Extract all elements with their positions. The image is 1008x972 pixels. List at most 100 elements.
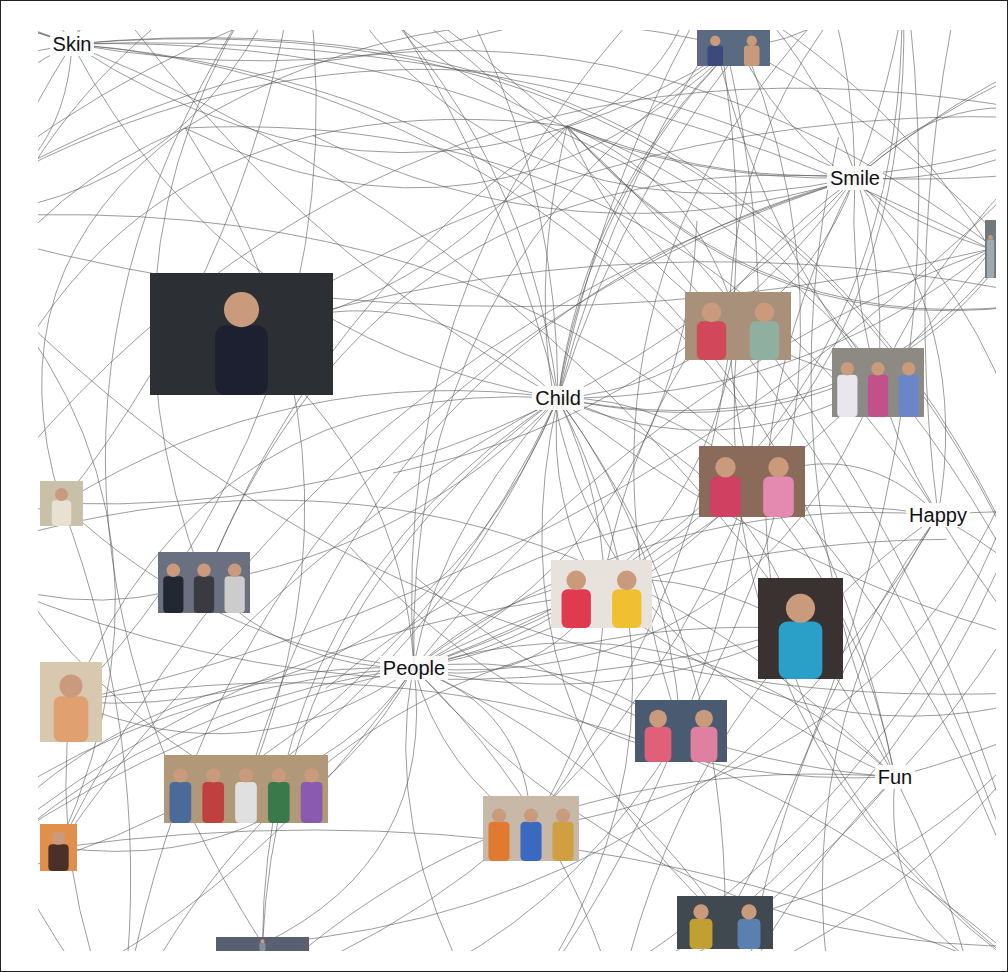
figure-head — [224, 292, 259, 327]
link-curve — [38, 88, 996, 560]
link-curve — [38, 220, 115, 848]
link-curve — [120, 178, 855, 951]
figure-head — [260, 939, 264, 943]
link-curve — [38, 69, 855, 220]
link-curve — [558, 48, 734, 398]
link-curve — [766, 178, 996, 951]
figure-body — [899, 375, 919, 417]
figure-body — [520, 822, 541, 861]
link-curve — [938, 515, 996, 951]
figure-head — [988, 235, 993, 240]
link-curve — [326, 505, 938, 688]
tag-node: Smile — [827, 166, 883, 190]
photo-ground — [40, 481, 83, 526]
photo-ground — [483, 796, 579, 861]
link-curve — [38, 119, 567, 560]
figure-head — [556, 808, 570, 822]
figure-body — [202, 782, 224, 823]
figure-head — [59, 674, 82, 697]
figure-body — [738, 919, 761, 949]
figure-body — [987, 240, 994, 278]
link-curve — [300, 30, 855, 178]
figure-head — [617, 571, 637, 591]
figure-body — [48, 844, 68, 871]
figure-head — [841, 362, 854, 375]
link-curve — [737, 515, 938, 951]
figure-head — [695, 710, 713, 728]
figure-body — [562, 589, 591, 628]
link-curve — [414, 539, 946, 668]
figure-body — [690, 919, 713, 949]
link-curve — [38, 44, 120, 951]
link-curve — [895, 470, 996, 777]
link-curve — [414, 629, 801, 685]
link-curve — [878, 120, 996, 383]
link-curve — [313, 135, 855, 213]
tag-node: Skin — [50, 32, 95, 56]
link-curve — [752, 482, 895, 778]
link-curve — [72, 43, 991, 249]
link-curve — [414, 30, 902, 668]
tag-label: Smile — [830, 167, 880, 189]
link-curve — [185, 48, 734, 188]
photo-thumbnail — [483, 796, 579, 861]
photo-thumbnail — [635, 700, 727, 762]
tag-label: Child — [535, 387, 581, 409]
photo-ground — [216, 937, 309, 951]
figure-body — [170, 782, 192, 823]
photo-ground — [699, 446, 805, 517]
photo-thumbnail — [40, 481, 83, 526]
figure-head — [902, 362, 915, 375]
figure-body — [225, 576, 245, 613]
graph-area — [38, 30, 996, 951]
link-curve — [72, 44, 743, 406]
figure-body — [612, 589, 641, 628]
link-curve — [558, 120, 996, 411]
link-curve — [38, 44, 72, 220]
link-curve — [72, 30, 256, 44]
link-curve — [545, 126, 895, 777]
link-curve — [350, 547, 895, 778]
link-curve — [38, 500, 895, 777]
photo-thumbnail — [164, 755, 328, 823]
link-curve — [62, 30, 301, 504]
figure-head — [741, 904, 756, 919]
figure-head — [167, 564, 180, 577]
link-curve — [72, 44, 895, 777]
figure-body — [163, 576, 183, 613]
figure-head — [228, 564, 241, 577]
link-curve — [59, 178, 856, 848]
link-curve — [38, 215, 996, 951]
link-curve — [38, 44, 72, 273]
link-curve — [300, 30, 996, 951]
link-curve — [895, 777, 992, 951]
photo-thumbnail — [551, 560, 652, 628]
photo-ground — [635, 700, 727, 762]
link-curve — [925, 30, 996, 515]
figure-head — [786, 594, 815, 623]
link-curve — [72, 44, 996, 690]
link-curve — [602, 178, 856, 594]
figure-body — [235, 782, 257, 823]
photo-ground — [40, 824, 77, 871]
link-curve — [38, 30, 558, 398]
link-curve — [242, 117, 997, 334]
link-curve — [414, 249, 991, 668]
link-curve — [567, 30, 700, 126]
link-curve — [675, 777, 895, 951]
figure-body — [268, 782, 290, 823]
tag-node: Happy — [906, 503, 970, 527]
figure-body — [750, 321, 779, 360]
link-curve — [105, 30, 300, 944]
photo-ground — [832, 348, 924, 417]
figure-head — [197, 564, 210, 577]
photo-ground — [40, 662, 102, 742]
link-curve — [38, 44, 72, 220]
link-curve — [855, 30, 996, 178]
photo-ground — [551, 560, 652, 628]
photo-ground — [677, 896, 773, 949]
link-curves — [38, 30, 996, 951]
photo-ground — [685, 292, 791, 360]
link-curve — [72, 44, 895, 777]
link-curve — [120, 777, 895, 951]
